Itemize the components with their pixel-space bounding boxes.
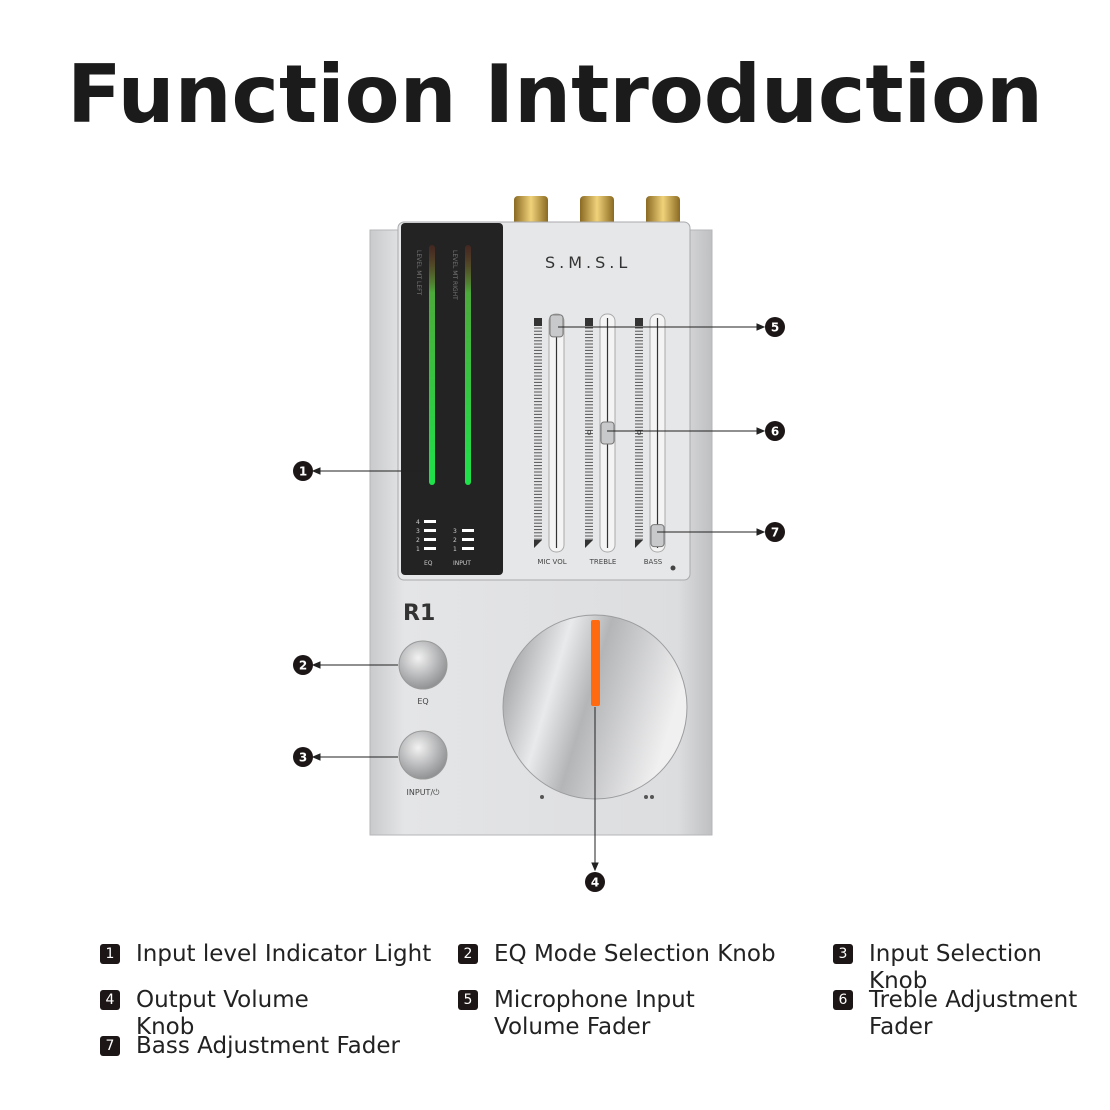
legend-item-7: 7 Bass Adjustment Fader xyxy=(100,1033,436,1060)
legend-number: 5 xyxy=(458,990,478,1010)
eq-knob[interactable] xyxy=(398,640,448,690)
callout-6: 6 xyxy=(771,425,779,439)
fader-label: TREBLE xyxy=(589,558,617,566)
legend-item-6: 6 Treble Adjustment Fader xyxy=(833,987,1079,1041)
fader-handle[interactable] xyxy=(549,314,564,338)
meter-left-label: LEVEL MT LEFT xyxy=(415,250,422,296)
rca-jacks xyxy=(514,196,680,226)
svg-text:INPUT: INPUT xyxy=(453,560,471,567)
svg-text:3: 3 xyxy=(453,528,457,535)
meter-right-label: LEVEL MT RIGHT xyxy=(451,250,458,300)
legend-number: 3 xyxy=(833,944,853,964)
callout-4: 4 xyxy=(591,876,599,890)
fader-handle[interactable] xyxy=(650,524,665,548)
svg-text:3: 3 xyxy=(416,528,420,535)
legend-number: 2 xyxy=(458,944,478,964)
legend-number: 1 xyxy=(100,944,120,964)
svg-text:EQ: EQ xyxy=(424,560,433,567)
legend-item-1: 1 Input level Indicator Light xyxy=(100,941,436,968)
legend-text: EQ Mode Selection Knob xyxy=(494,941,776,967)
svg-text:4: 4 xyxy=(416,519,420,526)
callout-3: 3 xyxy=(299,751,307,765)
volume-indicator xyxy=(591,620,600,706)
svg-text:2: 2 xyxy=(453,537,457,544)
legend-item-5: 5 Microphone Input Volume Fader xyxy=(458,987,704,1041)
svg-text:1: 1 xyxy=(416,546,420,553)
legend-text: Input level Indicator Light xyxy=(136,941,432,967)
legend-text: Output Volume Knob xyxy=(136,987,309,1040)
left-level-meter xyxy=(429,245,435,485)
eq-indicator: 4 3 2 1 EQ xyxy=(416,519,436,567)
legend-text: Treble Adjustment Fader xyxy=(869,987,1078,1040)
callout-1: 1 xyxy=(299,465,307,479)
brand-logo: S.M.S.L xyxy=(545,253,631,272)
input-indicator: 3 2 1 INPUT xyxy=(453,528,474,567)
legend-text: Microphone Input Volume Fader xyxy=(494,987,695,1040)
legend-text: Bass Adjustment Fader xyxy=(136,1033,400,1059)
page-title: Function Introduction xyxy=(66,48,1043,141)
eq-knob-label: EQ xyxy=(417,697,428,706)
legend-item-4: 4 Output Volume Knob xyxy=(100,987,366,1041)
callout-2: 2 xyxy=(299,659,307,673)
fader-mic-vol[interactable]: MIC VOL xyxy=(534,313,567,566)
fader-handle[interactable] xyxy=(600,421,615,445)
fader-zero-mark: 0 xyxy=(587,429,591,437)
callout-5: 5 xyxy=(771,321,779,335)
legend-item-3: 3 Input Selection Knob xyxy=(833,941,1099,995)
svg-text:1: 1 xyxy=(453,546,457,553)
legend-number: 7 xyxy=(100,1036,120,1056)
model-label: R1 xyxy=(403,601,435,626)
right-level-meter xyxy=(465,245,471,485)
meter-panel xyxy=(401,223,503,575)
legend-number: 6 xyxy=(833,990,853,1010)
input-knob-label: INPUT/⏻ xyxy=(407,788,441,797)
input-knob[interactable] xyxy=(398,730,448,780)
callout-7: 7 xyxy=(771,526,779,540)
svg-text:2: 2 xyxy=(416,537,420,544)
callout-lines xyxy=(311,323,766,872)
fader-zero-mark: 0 xyxy=(637,429,641,437)
legend-number: 4 xyxy=(100,990,120,1010)
legend-item-2: 2 EQ Mode Selection Knob xyxy=(458,941,794,968)
fader-label: BASS xyxy=(644,558,663,566)
legend-text: Input Selection Knob xyxy=(869,941,1042,994)
fader-label: MIC VOL xyxy=(537,558,566,566)
